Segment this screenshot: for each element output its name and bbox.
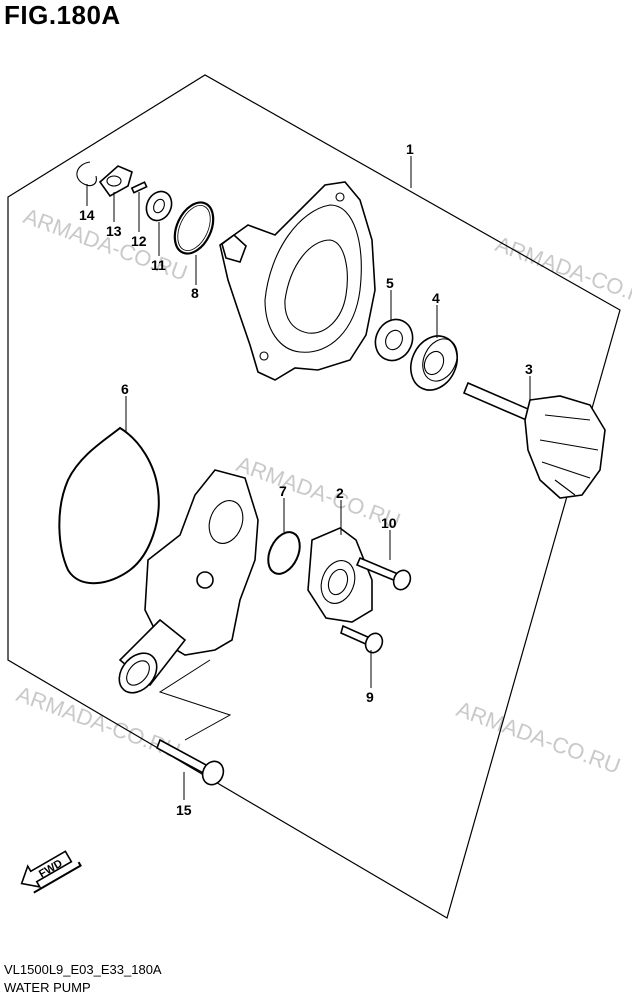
callout-6: 6 xyxy=(121,381,129,397)
callout-4: 4 xyxy=(432,290,440,306)
o-ring-8 xyxy=(173,201,215,255)
pump-body-bracket xyxy=(158,659,232,741)
pump-case-1 xyxy=(219,181,376,381)
pump-housing xyxy=(118,469,259,694)
callout-1: 1 xyxy=(406,141,414,157)
callout-15: 15 xyxy=(176,802,192,818)
watermark-5: ARMADA-CO.RU xyxy=(453,696,624,778)
callout-8: 8 xyxy=(191,285,199,301)
bolt-15 xyxy=(156,738,225,786)
footer-model-code: VL1500L9_E03_E33_180A xyxy=(4,962,162,977)
fwd-arrow-icon: FWD xyxy=(20,850,82,894)
o-ring-7 xyxy=(267,531,301,575)
callout-numbers: 1 2 3 4 5 6 7 8 9 10 11 12 13 14 15 xyxy=(79,141,533,818)
callout-13: 13 xyxy=(106,223,122,239)
retainer-13 xyxy=(98,165,133,198)
bearing-seal-4 xyxy=(410,335,458,391)
callout-14: 14 xyxy=(79,207,95,223)
callout-7: 7 xyxy=(279,483,287,499)
pump-cover-2 xyxy=(307,527,373,623)
callout-3: 3 xyxy=(525,361,533,377)
gasket-6 xyxy=(58,426,160,585)
watermark-2: ARMADA-CO.RU xyxy=(492,231,632,313)
callout-12: 12 xyxy=(131,233,147,249)
figure-title: FIG.180A xyxy=(4,0,121,30)
watermark-3: ARMADA-CO.RU xyxy=(233,451,404,533)
washer-11 xyxy=(145,190,173,222)
assembly-boundary xyxy=(7,74,621,919)
callout-10: 10 xyxy=(381,515,397,531)
bolt-10 xyxy=(355,556,412,591)
impeller-shaft-3 xyxy=(462,381,606,499)
pin-12 xyxy=(130,181,148,194)
watermark-4: ARMADA-CO.RU xyxy=(13,681,184,763)
callout-9: 9 xyxy=(366,689,374,705)
leader-lines xyxy=(86,156,531,800)
callout-2: 2 xyxy=(336,485,344,501)
callout-5: 5 xyxy=(386,275,394,291)
callout-11: 11 xyxy=(151,257,166,273)
circlip-14 xyxy=(76,161,97,187)
bolt-9 xyxy=(340,624,384,654)
mechanical-seal-5 xyxy=(374,318,414,362)
footer-figure-name: WATER PUMP xyxy=(4,980,91,995)
